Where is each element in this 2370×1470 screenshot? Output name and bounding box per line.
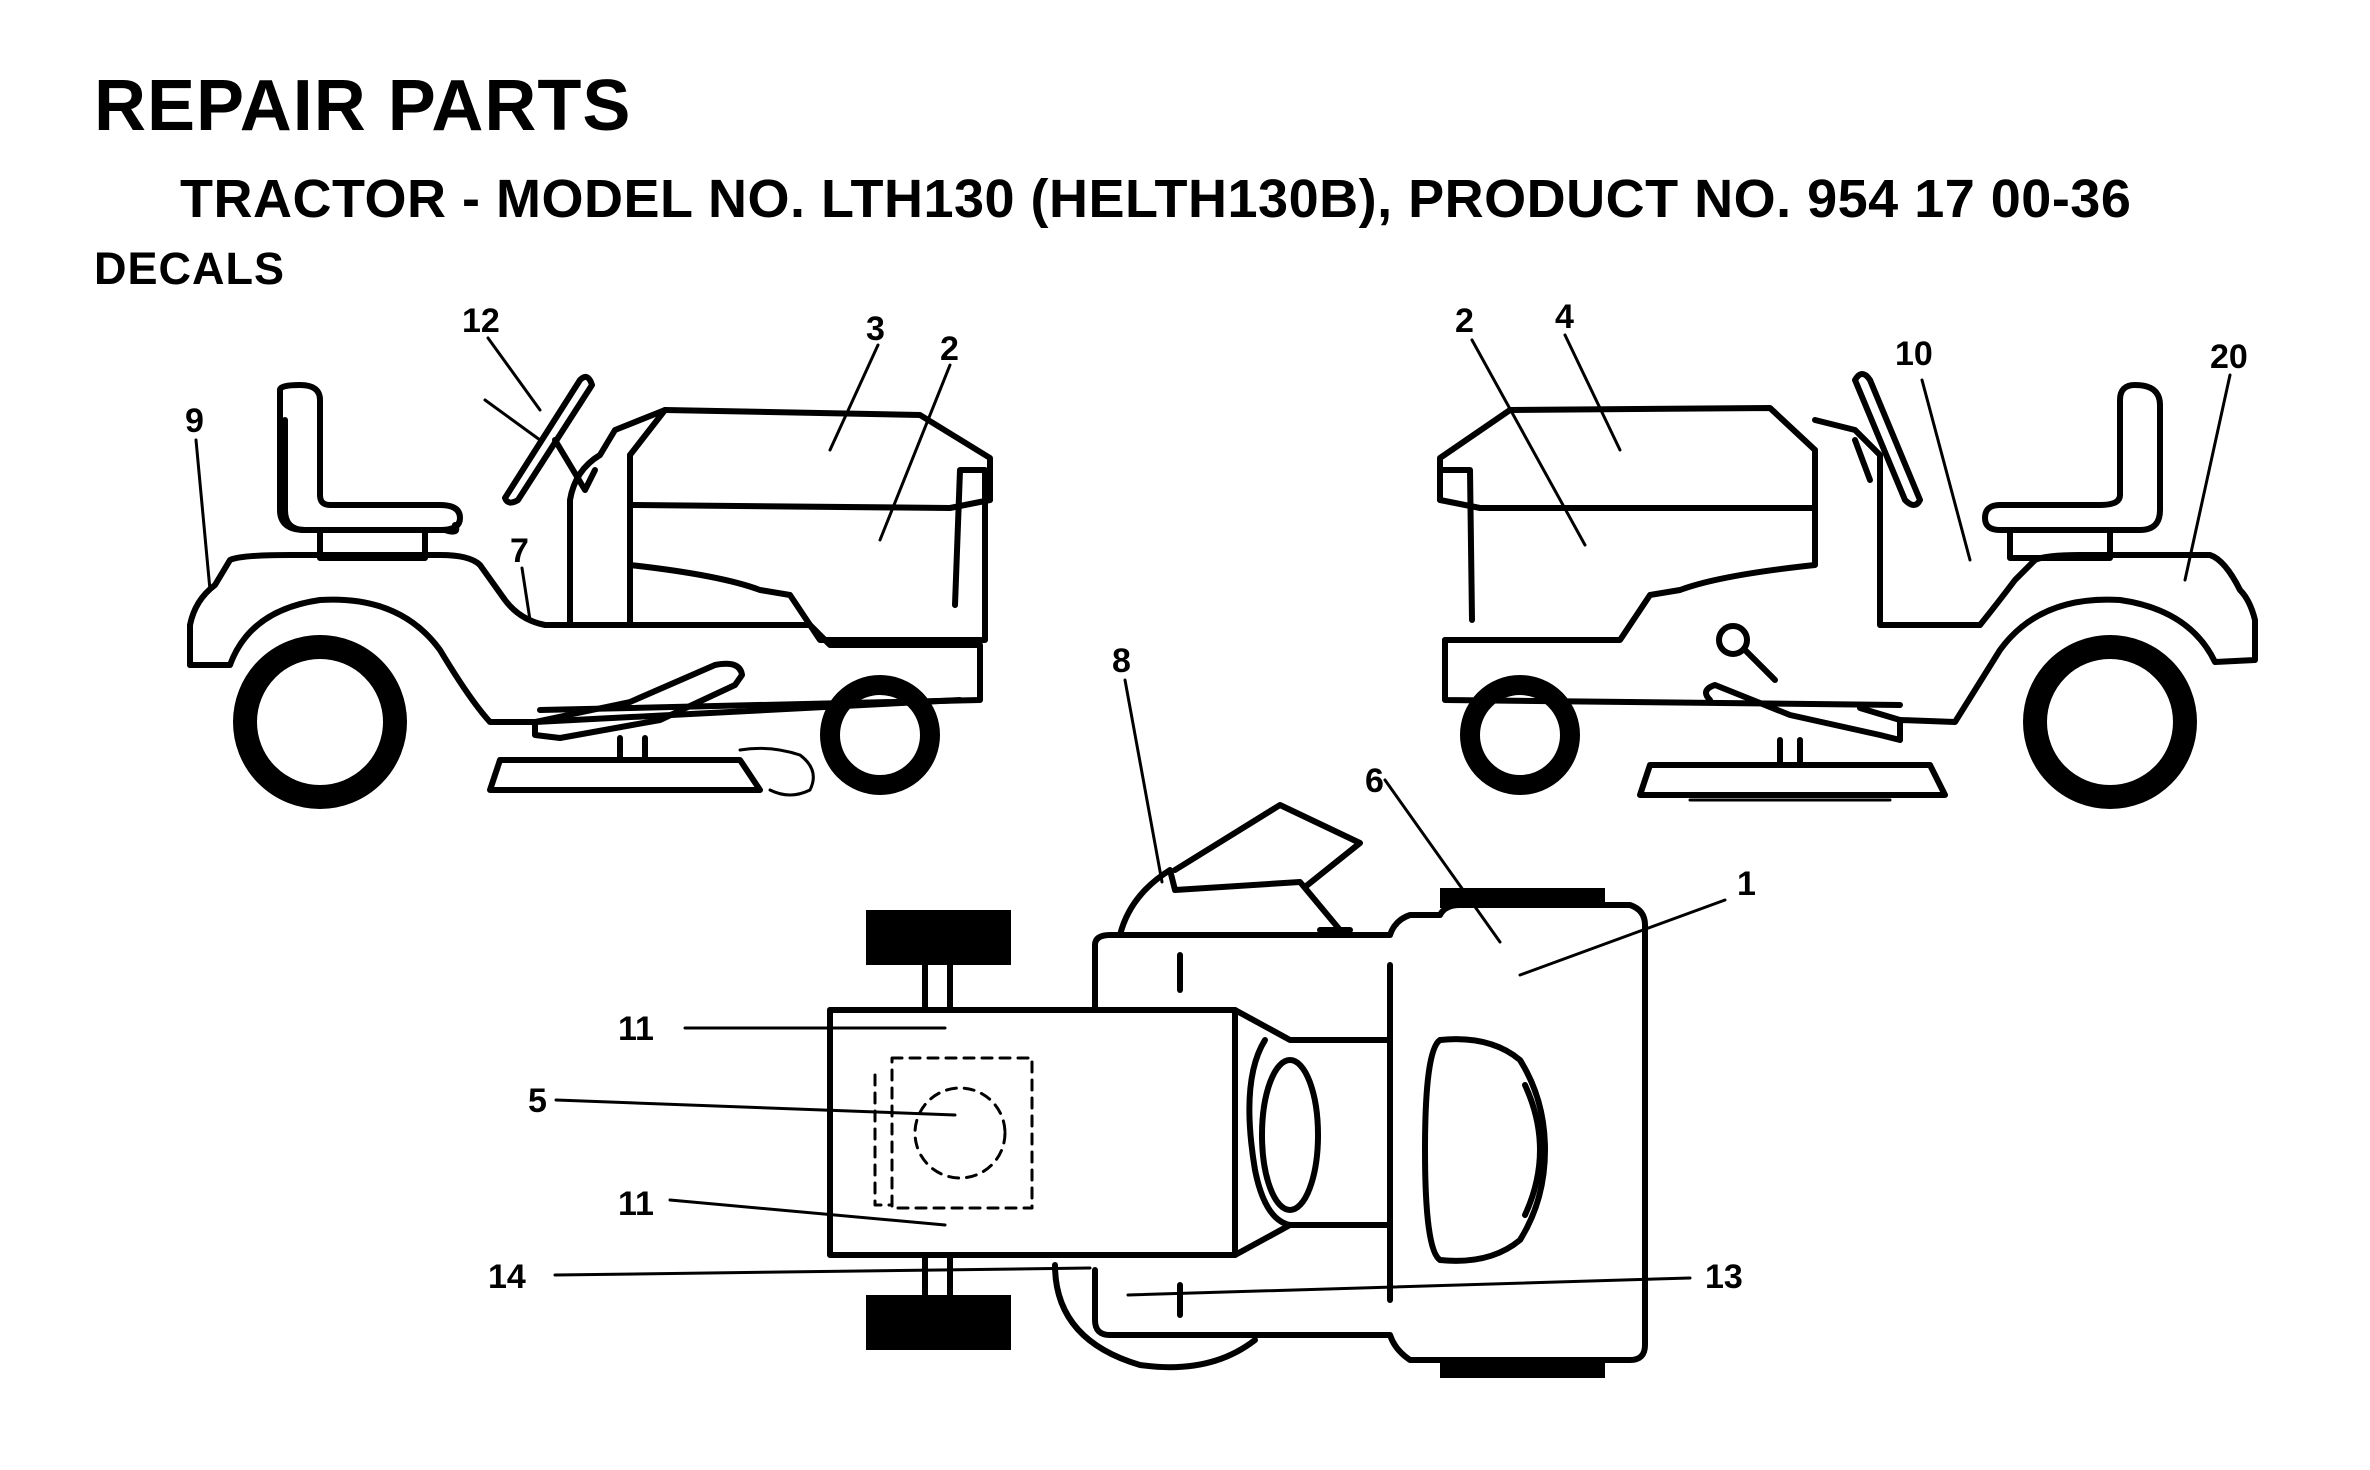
callout-left-3: 3 [866, 310, 885, 348]
callout-left-9: 9 [185, 402, 204, 440]
tractor-top-view [553, 678, 1727, 1378]
callout-left-7: 7 [510, 532, 529, 570]
callout-top-14: 14 [488, 1258, 526, 1296]
callout-top-5: 5 [528, 1082, 547, 1120]
section-heading: DECALS [94, 243, 286, 294]
callout-top-6: 6 [1365, 762, 1384, 800]
callout-top-11b: 11 [618, 1185, 654, 1223]
callout-top-11a: 11 [618, 1010, 654, 1048]
callout-left-12: 12 [462, 302, 500, 340]
callout-top-8: 8 [1112, 642, 1131, 680]
callout-right-20: 20 [2210, 338, 2248, 376]
tractor-right-view [1437, 333, 2258, 809]
callout-top-1: 1 [1737, 865, 1756, 903]
callout-right-10: 10 [1895, 335, 1933, 373]
page-title: REPAIR PARTS [94, 66, 632, 146]
callout-left-2: 2 [940, 330, 959, 368]
callout-right-2: 2 [1455, 302, 1474, 340]
model-subtitle: TRACTOR - MODEL NO. LTH130 (HELTH130B), … [180, 169, 2132, 229]
callout-top-13: 13 [1705, 1258, 1743, 1296]
callout-right-4: 4 [1555, 298, 1574, 336]
tractor-left-view [187, 336, 993, 809]
